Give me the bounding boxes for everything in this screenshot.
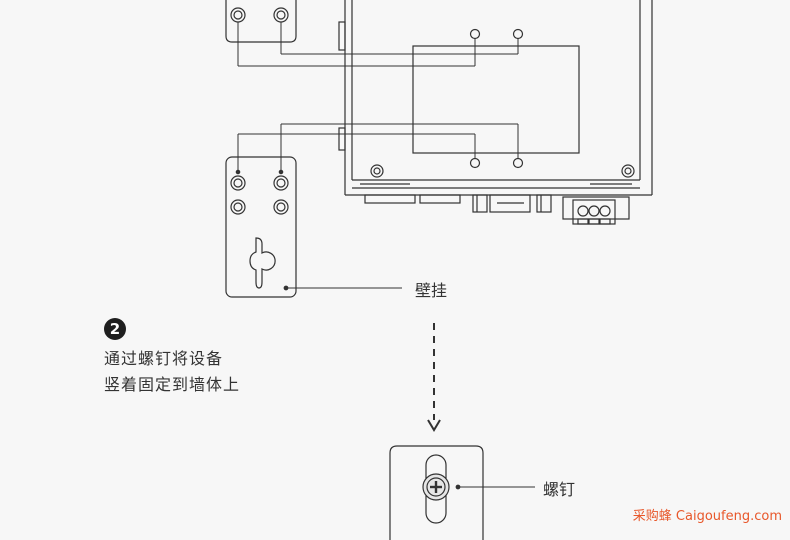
step-number-badge: 2 [104,318,126,340]
device-mount-frame [412,28,580,169]
wall-plate-top [225,0,297,43]
connector-lines-middle [235,123,519,175]
down-arrow [427,323,441,432]
terminal-block [562,196,630,225]
wall-plate-bracket [225,156,297,298]
wall-mount-label: 壁挂 [415,281,448,300]
bottom-connectors [364,194,552,213]
device-body [338,0,653,196]
wall-plate-screw-detail [389,445,484,540]
step-text-line-1: 通过螺钉将设备 [104,349,224,368]
screw-label: 螺钉 [543,480,576,499]
watermark-text: 采购蜂 Caigoufeng.com [632,509,782,524]
step-instruction: 2 通过螺钉将设备 竖着固定到墙体上 [104,318,240,398]
step-text-line-2: 竖着固定到墙体上 [104,375,241,394]
keyhole-slot [249,237,276,289]
connector-lines-top [237,22,519,67]
